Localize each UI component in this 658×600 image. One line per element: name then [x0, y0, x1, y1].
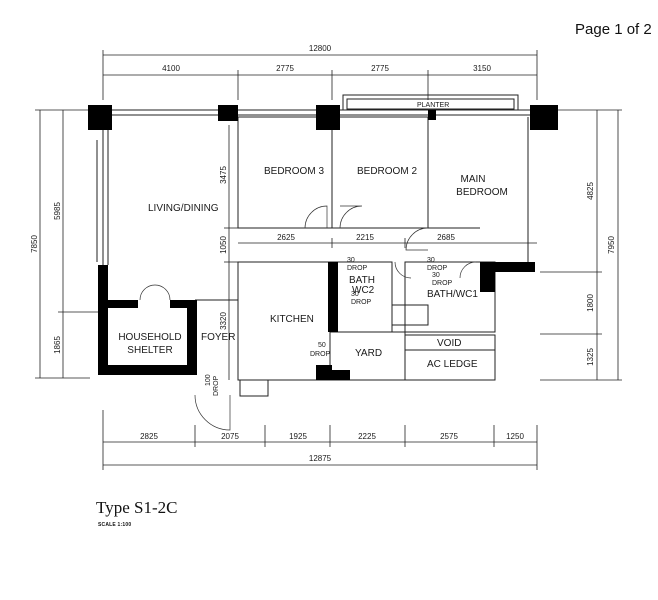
- scale-label: SCALE 1:100: [98, 522, 132, 528]
- room-label-ac-ledge: AC LEDGE: [427, 359, 478, 370]
- dim-left-upper: 5985: [53, 202, 62, 220]
- dim-top-segment-2: 2775: [276, 64, 294, 73]
- dim-inner-2625: 2625: [277, 233, 295, 242]
- room-label-bath-wc2-line2: WC2: [352, 285, 375, 296]
- room-label-household-shelter-line2: SHELTER: [127, 345, 172, 356]
- dim-left-lower: 1865: [53, 336, 62, 354]
- dim-inner-2685: 2685: [437, 233, 455, 242]
- room-label-bedroom-3: BEDROOM 3: [264, 166, 324, 177]
- dim-top-segment-4: 3150: [473, 64, 491, 73]
- drop-markers: 30 DROP 30 DROP 30 DROP 30 DROP 50 DROP …: [205, 257, 453, 396]
- drop-value-30: 30: [427, 257, 435, 264]
- drop-value-30: 30: [351, 291, 359, 298]
- drop-value-30: 30: [347, 257, 355, 264]
- room-label-household-shelter-line1: HOUSEHOLD: [118, 332, 181, 343]
- drop-label: DROP: [432, 280, 453, 287]
- drop-label: DROP: [427, 265, 448, 272]
- dim-bottom-total: 12875: [309, 454, 332, 463]
- dim-inner-1050: 1050: [219, 236, 228, 254]
- dim-inner-2215: 2215: [356, 233, 374, 242]
- room-label-main-bedroom-line2: BEDROOM: [456, 187, 508, 198]
- dim-bottom-segment-3: 1925: [289, 432, 307, 441]
- dim-bottom-segment-6: 1250: [506, 432, 524, 441]
- plan-type-title: Type S1-2C: [96, 498, 178, 517]
- drop-value-100: 100: [205, 374, 212, 386]
- door-swings: [139, 205, 477, 431]
- page-number: Page 1 of 2: [575, 21, 652, 38]
- dim-top-segment-1: 4100: [162, 64, 180, 73]
- dim-top-segment-3: 2775: [371, 64, 389, 73]
- room-label-bedroom-2: BEDROOM 2: [357, 166, 417, 177]
- dim-bottom-segment-5: 2575: [440, 432, 458, 441]
- room-label-main-bedroom-line1: MAIN: [461, 174, 486, 185]
- dim-bottom-segment-1: 2825: [140, 432, 158, 441]
- dim-right-outer: 7950: [607, 236, 616, 254]
- room-label-living-dining: LIVING/DINING: [148, 203, 219, 214]
- dim-left-outer: 7850: [30, 235, 39, 253]
- room-label-yard: YARD: [355, 348, 382, 359]
- drop-value-50: 50: [318, 342, 326, 349]
- dim-right-lower: 1325: [586, 348, 595, 366]
- drop-value-30: 30: [432, 272, 440, 279]
- room-label-void: VOID: [437, 338, 461, 349]
- dim-inner-3320: 3320: [219, 312, 228, 330]
- planter-label: PLANTER: [417, 102, 449, 109]
- room-label-foyer: FOYER: [201, 332, 235, 343]
- drop-label: DROP: [310, 351, 331, 358]
- dim-bottom-segment-4: 2225: [358, 432, 376, 441]
- dim-top-total: 12800: [309, 44, 332, 53]
- room-label-kitchen: KITCHEN: [270, 314, 314, 325]
- structural-columns: [88, 105, 558, 380]
- drop-label: DROP: [351, 299, 372, 306]
- dimension-lines: [35, 50, 622, 470]
- drop-label: DROP: [347, 265, 368, 272]
- dim-inner-3475: 3475: [219, 166, 228, 184]
- dim-right-mid: 1800: [586, 294, 595, 312]
- dim-bottom-segment-2: 2075: [221, 432, 239, 441]
- room-label-bath-wc1: BATH/WC1: [427, 289, 478, 300]
- drop-label: DROP: [213, 375, 220, 396]
- dim-right-upper: 4825: [586, 182, 595, 200]
- room-label-bath-wc2-line1: BATH: [349, 275, 375, 286]
